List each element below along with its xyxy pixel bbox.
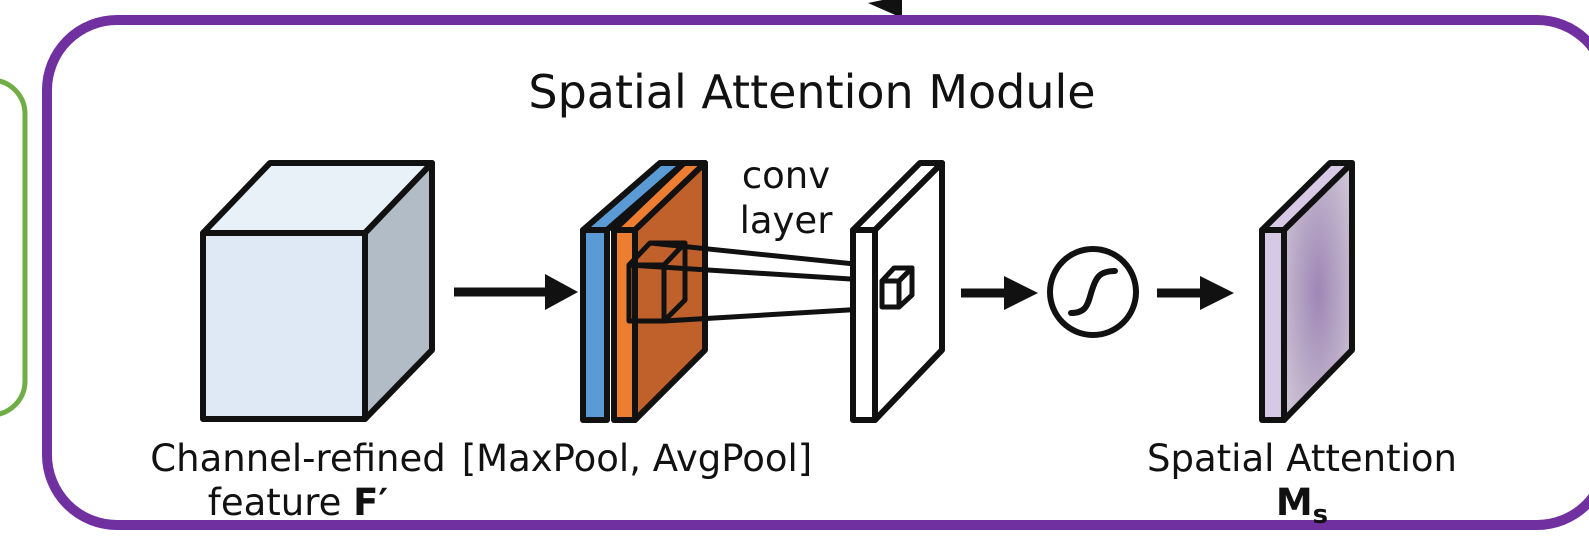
output-label-line1: Spatial Attention <box>1147 437 1457 480</box>
arrow-to-attention-map <box>1157 276 1234 310</box>
input-label-line1: Channel-refined <box>150 437 445 480</box>
pooling-label: [MaxPool, AvgPool] <box>462 437 813 480</box>
spatial-attention-map <box>1259 160 1355 423</box>
module-border <box>42 15 1589 530</box>
arrow-to-pooling <box>454 274 578 310</box>
pooled-feature-maps <box>580 160 708 423</box>
output-pixel <box>879 265 915 310</box>
input-feature-cube <box>200 160 435 422</box>
output-symbol-label: Ms <box>1276 481 1328 530</box>
arrow-to-sigmoid <box>961 276 1038 310</box>
top-arrow-head <box>868 0 902 18</box>
module-title: Spatial Attention Module <box>528 65 1095 119</box>
output-symbol: M <box>1276 481 1313 524</box>
input-label-prefix: feature <box>208 481 353 524</box>
maxpool-map <box>580 227 610 423</box>
output-subscript: s <box>1313 500 1328 530</box>
input-symbol: F′ <box>353 481 388 524</box>
conv-layer-label-line2: layer <box>740 199 834 242</box>
conv-layer-label-line1: conv <box>742 154 830 197</box>
channel-attention-panel-edge <box>0 78 28 417</box>
sigmoid-icon <box>1047 246 1139 338</box>
input-label-line2: feature F′ <box>208 481 388 524</box>
